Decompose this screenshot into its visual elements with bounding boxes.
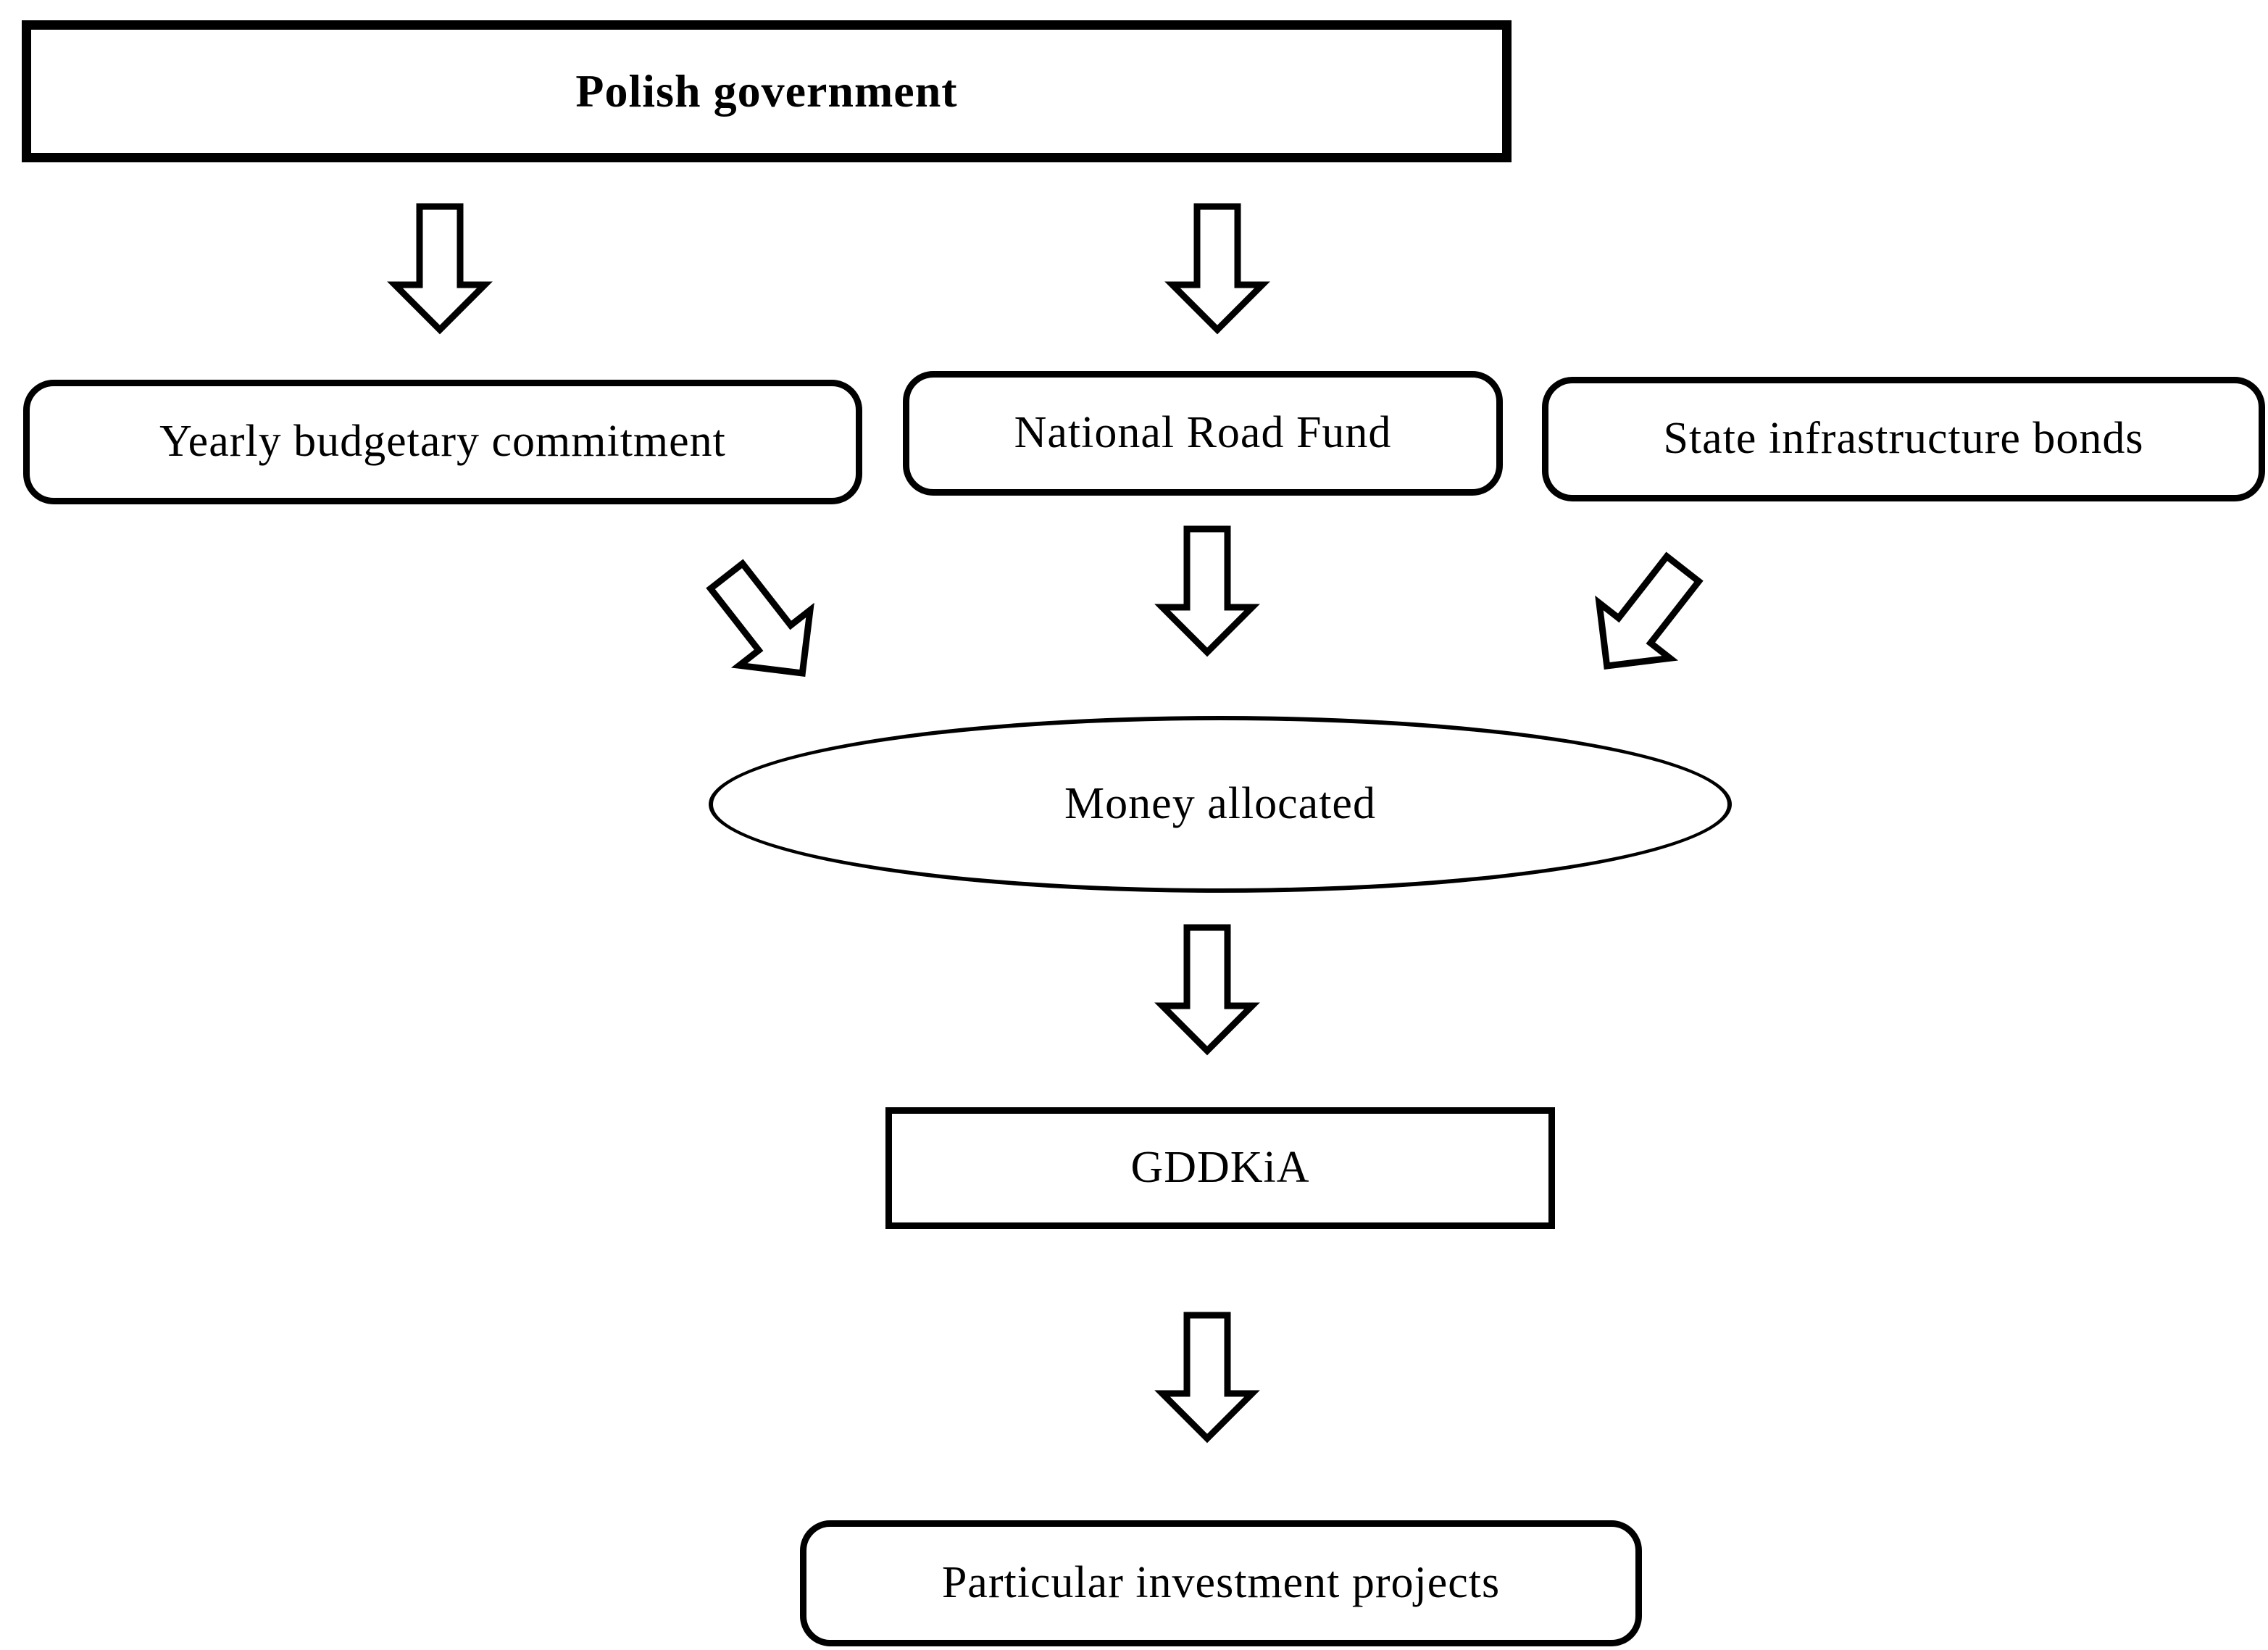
down-arrow-icon: [1154, 525, 1260, 657]
node-particular-investment-projects: Particular investment projects: [800, 1520, 1642, 1646]
node-money-allocated-label: Money allocated: [1064, 779, 1376, 829]
node-state-infrastructure-bonds-label: State infrastructure bonds: [1663, 414, 2144, 464]
node-yearly-budgetary-commitment-label: Yearly budgetary commitment: [159, 417, 726, 467]
down-arrow-icon: [387, 203, 493, 335]
node-particular-investment-projects-label: Particular investment projects: [941, 1558, 1501, 1608]
node-gddkia-label: GDDKiA: [1130, 1143, 1310, 1193]
node-money-allocated: Money allocated: [709, 716, 1732, 893]
node-polish-government: Polish government: [22, 20, 1512, 162]
down-left-arrow-icon: [1595, 551, 1704, 670]
node-national-road-fund: National Road Fund: [903, 371, 1503, 496]
down-arrow-icon: [1154, 924, 1260, 1056]
node-polish-government-label: Polish government: [575, 65, 958, 117]
down-arrow-icon: [1154, 1312, 1260, 1443]
node-gddkia: GDDKiA: [885, 1107, 1555, 1229]
node-yearly-budgetary-commitment: Yearly budgetary commitment: [23, 380, 862, 504]
node-national-road-fund-label: National Road Fund: [1014, 408, 1392, 458]
down-arrow-icon: [1164, 203, 1270, 335]
down-right-arrow-icon: [706, 559, 814, 677]
node-state-infrastructure-bonds: State infrastructure bonds: [1542, 377, 2265, 501]
